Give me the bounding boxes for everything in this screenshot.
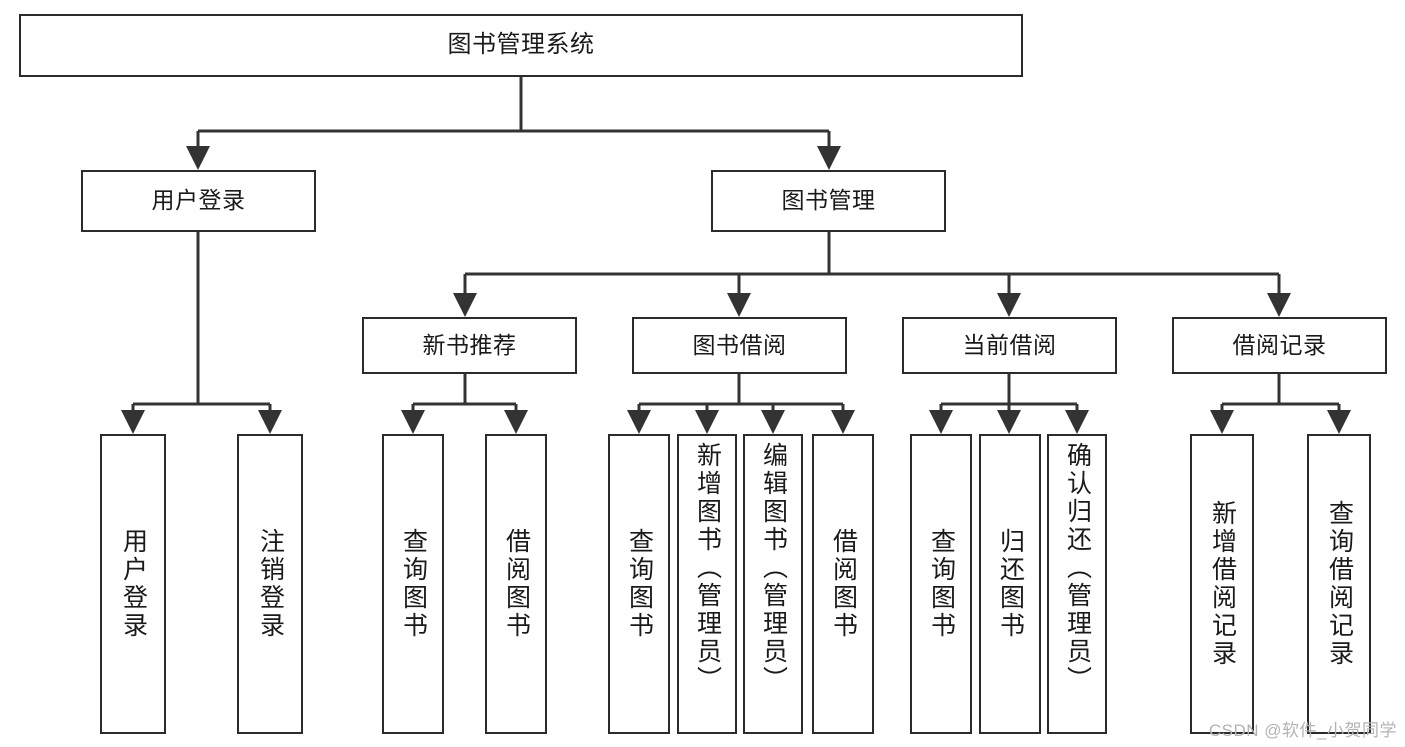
node-root-label: 图书管理系统	[447, 31, 595, 59]
node-leaf-cb-confirm[interactable]: 确认归还（管理员）	[1047, 434, 1107, 734]
node-leaf-br-add[interactable]: 新增借阅记录	[1190, 434, 1254, 734]
node-leaf-br-query[interactable]: 查询借阅记录	[1307, 434, 1371, 734]
node-leaf-user-logout-label: 注销登录	[256, 528, 285, 640]
node-leaf-cb-return-label: 归还图书	[996, 528, 1025, 640]
node-leaf-bb-add[interactable]: 新增图书（管理员）	[677, 434, 737, 734]
node-leaf-bb-edit[interactable]: 编辑图书（管理员）	[743, 434, 803, 734]
node-leaf-br-query-label: 查询借阅记录	[1325, 500, 1354, 668]
node-user-login[interactable]: 用户登录	[81, 170, 316, 232]
node-leaf-user-login[interactable]: 用户登录	[100, 434, 166, 734]
node-book-borrow[interactable]: 图书借阅	[632, 317, 847, 374]
node-user-login-label: 用户登录	[151, 187, 246, 214]
node-leaf-bb-borrow-label: 借阅图书	[829, 528, 858, 640]
node-leaf-rec-query-label: 查询图书	[399, 528, 428, 640]
node-leaf-bb-query[interactable]: 查询图书	[608, 434, 670, 734]
node-leaf-user-logout[interactable]: 注销登录	[237, 434, 303, 734]
node-leaf-bb-edit-label: 编辑图书（管理员）	[759, 442, 788, 694]
node-current-borrow-label: 当前借阅	[962, 331, 1057, 358]
node-leaf-user-login-label: 用户登录	[119, 528, 148, 640]
node-current-borrow[interactable]: 当前借阅	[902, 317, 1117, 374]
node-leaf-cb-query-label: 查询图书	[927, 528, 956, 640]
node-leaf-br-add-label: 新增借阅记录	[1208, 500, 1237, 668]
node-leaf-rec-borrow-label: 借阅图书	[502, 528, 531, 640]
node-borrow-record-label: 借阅记录	[1232, 331, 1327, 358]
node-leaf-cb-query[interactable]: 查询图书	[910, 434, 972, 734]
node-leaf-rec-query[interactable]: 查询图书	[382, 434, 444, 734]
node-book-borrow-label: 图书借阅	[692, 331, 787, 358]
node-leaf-bb-add-label: 新增图书（管理员）	[693, 442, 722, 694]
node-leaf-cb-confirm-label: 确认归还（管理员）	[1063, 442, 1092, 694]
node-book-manage[interactable]: 图书管理	[711, 170, 946, 232]
node-book-manage-label: 图书管理	[781, 187, 876, 214]
node-root[interactable]: 图书管理系统	[19, 14, 1023, 77]
node-new-book-rec-label: 新书推荐	[422, 331, 517, 358]
csdn-watermark: CSDN @软件_小贺同学	[1208, 721, 1397, 740]
node-borrow-record[interactable]: 借阅记录	[1172, 317, 1387, 374]
node-leaf-bb-borrow[interactable]: 借阅图书	[812, 434, 874, 734]
node-leaf-cb-return[interactable]: 归还图书	[979, 434, 1041, 734]
node-new-book-rec[interactable]: 新书推荐	[362, 317, 577, 374]
node-leaf-rec-borrow[interactable]: 借阅图书	[485, 434, 547, 734]
node-leaf-bb-query-label: 查询图书	[625, 528, 654, 640]
